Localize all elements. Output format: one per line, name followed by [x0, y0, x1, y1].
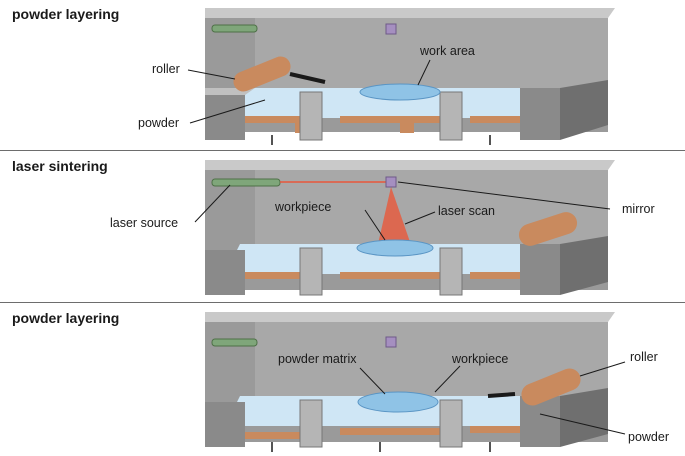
label-powder-matrix: powder matrix: [278, 352, 357, 366]
leader-powder: [539, 413, 626, 435]
leader-work-area: [417, 59, 431, 86]
top-plate: [205, 160, 615, 170]
left-block: [205, 250, 245, 295]
panel-title: powder layering: [12, 310, 120, 326]
roller-direction-arrow: [487, 392, 516, 398]
panel-title: laser sintering: [12, 158, 108, 174]
feed-platform: [240, 432, 310, 439]
divider-wall: [439, 247, 463, 296]
roller-direction-arrow: [289, 72, 326, 84]
leader-workpiece: [364, 209, 386, 241]
label-laser-source: laser source: [110, 216, 179, 230]
label-mirror: mirror: [622, 202, 655, 216]
label-roller: roller: [152, 62, 180, 76]
powder-matrix-part: [357, 391, 439, 413]
right-block-side: [560, 388, 608, 447]
back-wall: [255, 18, 608, 95]
back-wall: [255, 322, 608, 402]
label-laser-scan: laser scan: [438, 204, 495, 218]
mirror-block: [385, 336, 397, 348]
leader-laser-scan: [404, 211, 436, 225]
leader-workpiece: [434, 365, 461, 393]
roller: [521, 368, 581, 406]
build-platform: [340, 272, 450, 279]
label-roller: roller: [630, 350, 658, 364]
panel-laser-sintering: laser sintering laser source workpiece l…: [0, 152, 685, 304]
right-block: [520, 88, 560, 140]
mirror-block: [385, 176, 397, 188]
right-block-side: [560, 236, 608, 295]
label-powder: powder: [628, 430, 669, 444]
label-workpiece: workpiece: [275, 200, 332, 214]
panel-powder-layering-1: powder layering roller work area powder: [0, 0, 685, 152]
overflow-platform: [470, 272, 520, 279]
leader-roller: [187, 69, 236, 80]
left-block: [205, 402, 245, 447]
label-powder: powder: [138, 116, 179, 130]
overflow-platform: [470, 116, 520, 123]
leader-powder: [189, 99, 266, 124]
right-block: [520, 396, 560, 447]
separator: [0, 302, 685, 303]
roller: [518, 212, 578, 246]
top-plate: [205, 312, 615, 322]
divider-wall: [439, 91, 463, 141]
leader-powder-matrix: [359, 367, 386, 395]
machine-illustration-2: [194, 160, 615, 296]
machine-illustration-3: [205, 312, 626, 452]
machine-illustration-1: [187, 8, 615, 145]
roller: [233, 56, 291, 92]
build-platform: [340, 428, 450, 435]
mirror-block: [385, 23, 397, 35]
laser-source-tube: [211, 24, 258, 33]
piston: [400, 123, 414, 133]
panel-title: powder layering: [12, 6, 120, 22]
divider-wall: [299, 399, 323, 448]
build-platform: [340, 116, 450, 123]
workpiece-part: [356, 239, 434, 257]
right-block-side: [560, 80, 608, 140]
leader-roller: [579, 361, 626, 377]
laser-source-tube: [211, 338, 258, 347]
top-plate: [205, 8, 615, 18]
left-block: [205, 95, 245, 140]
panel-powder-layering-2: powder layering powder matrix workpiece …: [0, 304, 685, 456]
divider-wall: [299, 91, 323, 141]
label-work-area: work area: [420, 44, 475, 58]
leader-mirror: [397, 181, 611, 210]
leader-laser-source: [194, 184, 231, 223]
back-wall: [255, 170, 608, 250]
laser-scan-cone: [378, 187, 410, 244]
work-area-part: [359, 83, 441, 101]
right-block: [520, 244, 560, 295]
overflow-platform: [470, 426, 520, 433]
laser-source-tube: [211, 178, 281, 187]
separator: [0, 150, 685, 151]
divider-wall: [439, 399, 463, 448]
feed-platform: [240, 272, 310, 279]
feed-platform: [240, 116, 310, 123]
label-workpiece: workpiece: [452, 352, 509, 366]
divider-wall: [299, 247, 323, 296]
